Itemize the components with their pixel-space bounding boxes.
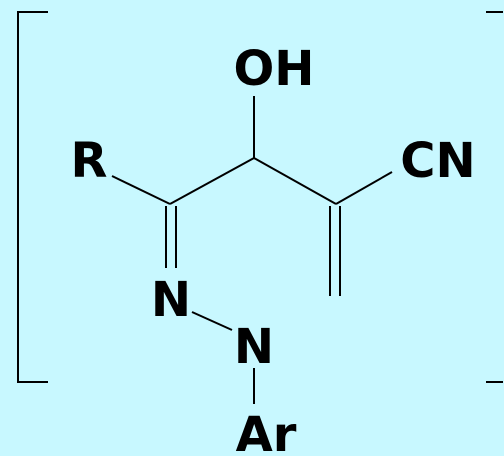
- r-group-label: R: [71, 133, 108, 189]
- bond-c3-to-cn: [335, 171, 393, 205]
- bond-c2-to-c3: [253, 157, 337, 205]
- bond-n-to-n: [191, 311, 233, 331]
- bond-r-to-c1: [111, 175, 171, 205]
- hydroxyl-label: OH: [234, 41, 315, 97]
- bond-c1-to-c2: [169, 157, 255, 205]
- aryl-group-label: Ar: [236, 407, 297, 456]
- amine-nitrogen-label: N: [234, 319, 274, 375]
- nitrile-label: CN: [400, 133, 475, 189]
- left-bracket: [17, 11, 48, 383]
- imine-nitrogen-label: N: [151, 272, 191, 328]
